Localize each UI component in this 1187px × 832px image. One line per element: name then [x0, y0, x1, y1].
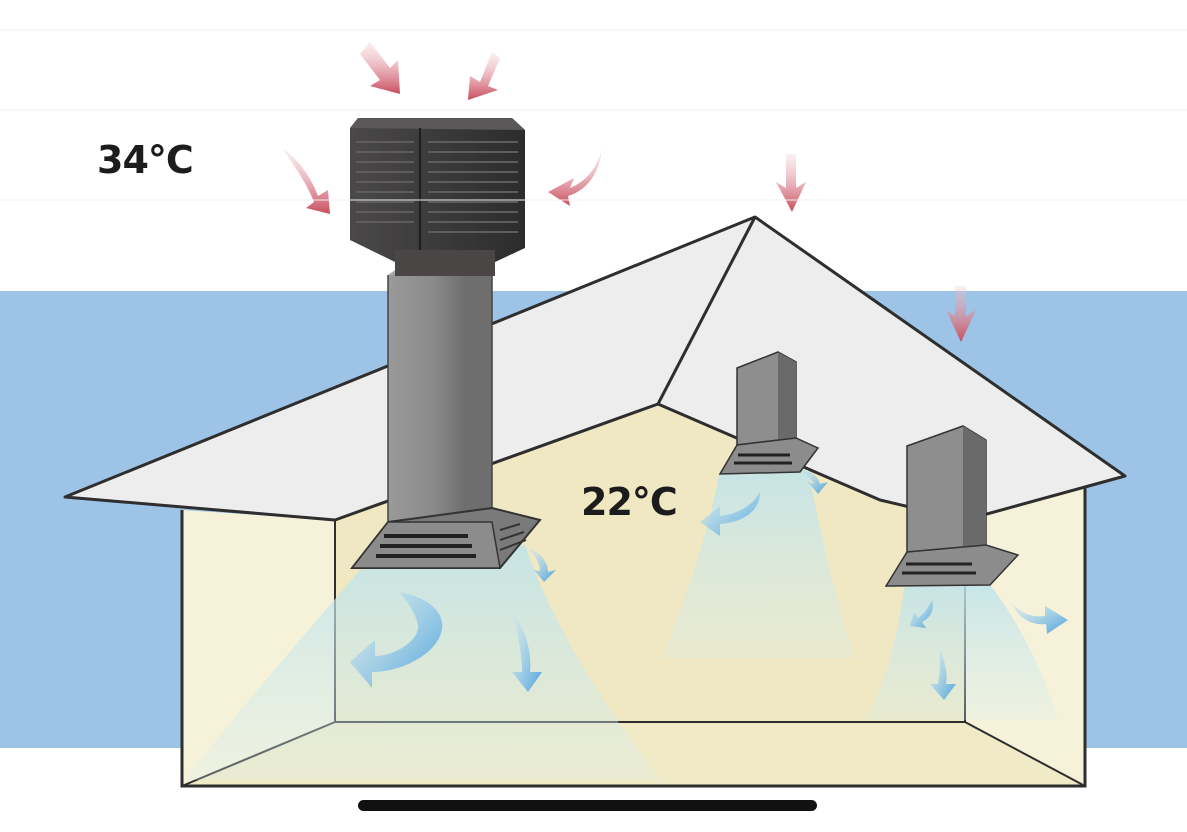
cool-air-arrow-icon [350, 468, 1068, 700]
middle-vent [718, 351, 820, 475]
evaporative-cooler-icon [350, 118, 525, 276]
right-vent [884, 425, 1020, 587]
cool-air-plumes [185, 470, 1058, 780]
main-vent [349, 506, 542, 569]
background-lines [0, 29, 1187, 201]
outside-temperature-label: 34°C [97, 138, 194, 182]
main-duct [387, 256, 493, 523]
hot-air-arrow-icon [282, 42, 976, 342]
inside-temperature-label: 22°C [581, 480, 678, 524]
home-indicator-bar[interactable] [358, 800, 817, 811]
